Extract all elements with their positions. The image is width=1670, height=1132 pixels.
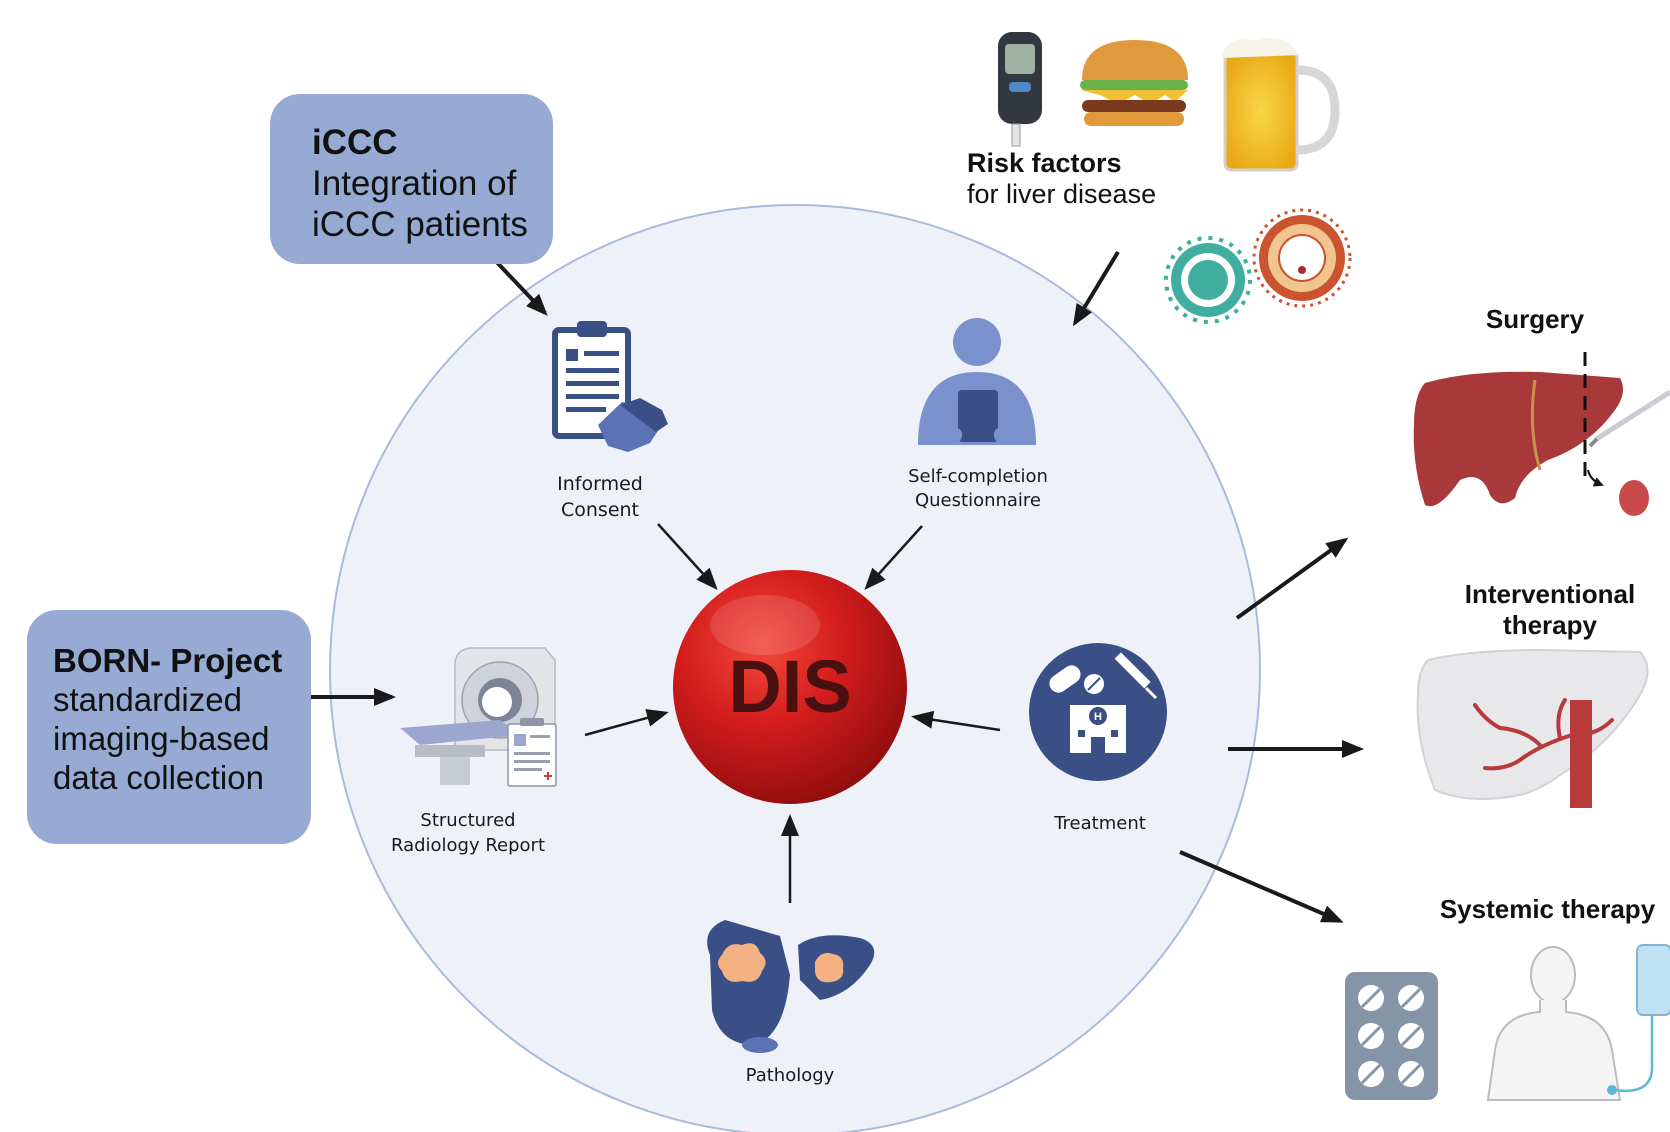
dis-sphere [673, 570, 907, 804]
arrow-risk-to-questionnaire [1072, 250, 1120, 327]
pathology-icon [707, 920, 875, 1053]
radiology-line-2: Radiology Report [390, 835, 546, 856]
risk-subtitle: for liver disease [967, 179, 1157, 209]
radiology-icon [400, 647, 557, 787]
iccc-line-2: iCCC patients [312, 205, 528, 244]
surgery-title: Surgery [1485, 304, 1585, 334]
consent-line-2: Consent [560, 499, 639, 521]
informed-consent-icon [552, 321, 668, 452]
virus-icon [1164, 236, 1252, 324]
burger-icon [1080, 40, 1188, 126]
treatment-label: Treatment [1054, 813, 1146, 834]
questionnaire-label: Self-completion Questionnaire [888, 465, 1068, 513]
questionnaire-icon [918, 318, 1036, 445]
lipoprotein-icon [1252, 208, 1352, 308]
iccc-box: iCCC Integration of iCCC patients [270, 94, 553, 264]
consent-line-1: Informed [557, 473, 643, 495]
pathology-label: Pathology [745, 1065, 835, 1086]
glucometer-icon [998, 32, 1042, 147]
pill-pack-icon [1345, 972, 1438, 1100]
treatment-icon: H [1029, 643, 1167, 781]
arrow-to-surgery [1235, 537, 1349, 620]
surgery-liver-icon [1413, 352, 1670, 516]
born-project-box: BORN- Project standardized imaging-based… [27, 610, 311, 844]
arrow-treatment-to-dis [911, 710, 1001, 732]
born-line-2: imaging-based [53, 720, 270, 757]
systemic-title: Systemic therapy [1439, 894, 1656, 924]
radiology-label: Structured Radiology Report [378, 808, 558, 858]
questionnaire-line-2: Questionnaire [914, 490, 1042, 511]
informed-consent-label: Informed Consent [520, 471, 680, 523]
dis-label: DIS [728, 645, 852, 728]
risk-title: Risk factors [967, 148, 1122, 178]
interventional-line-2: therapy [1503, 610, 1597, 640]
arrow-to-systemic [1179, 850, 1344, 923]
interventional-title: Interventional therapy [1430, 579, 1670, 641]
born-line-1: standardized [53, 681, 242, 718]
patient-infusion-icon [1486, 944, 1670, 1101]
arrow-questionnaire-to-dis [864, 525, 923, 590]
beer-icon [1222, 37, 1340, 172]
arrow-consent-to-dis [657, 523, 718, 590]
svg-text:H: H [1094, 711, 1102, 723]
arrow-iccc-to-consent [488, 253, 548, 316]
interventional-liver-icon [1416, 648, 1649, 808]
iccc-line-1: Integration of [312, 164, 517, 203]
born-title: BORN- Project [53, 642, 283, 679]
born-line-3: data collection [53, 759, 264, 796]
interventional-line-1: Interventional [1464, 579, 1636, 609]
radiology-line-1: Structured [420, 810, 516, 831]
questionnaire-line-1: Self-completion [908, 466, 1048, 487]
arrow-radiology-to-dis [584, 709, 669, 737]
risk-factors-label: Risk factors for liver disease [967, 148, 1197, 210]
iccc-title: iCCC [312, 123, 398, 162]
